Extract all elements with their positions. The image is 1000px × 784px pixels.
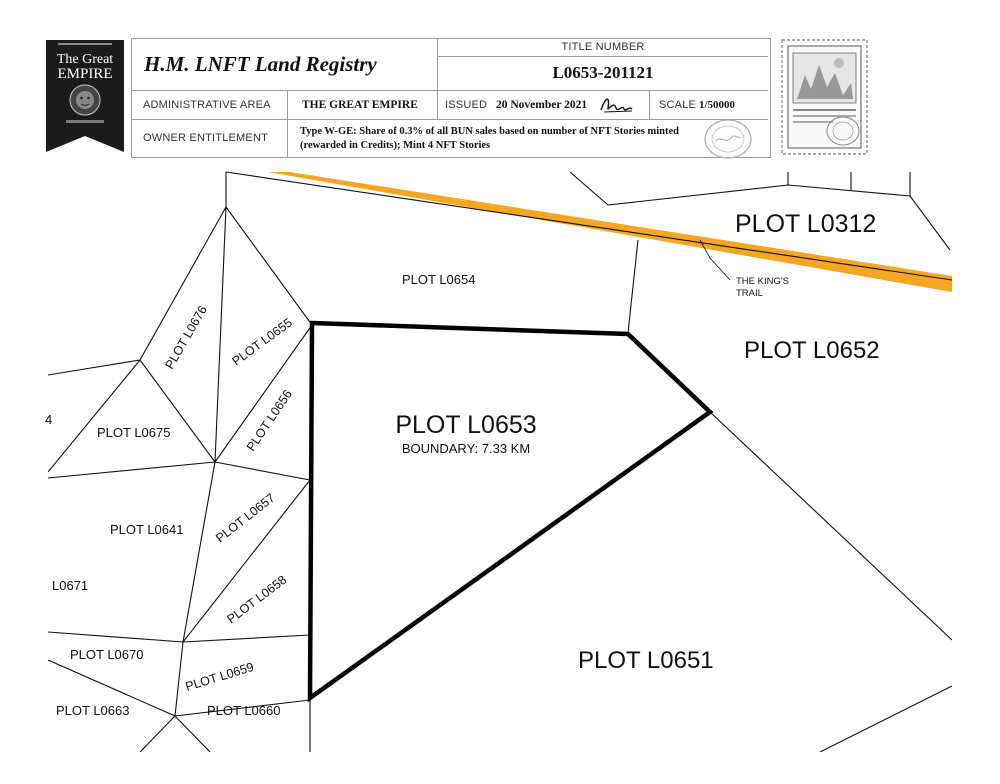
empire-banner: The Great EMPIRE — [46, 40, 124, 152]
plot-l0657-label: PLOT L0657 — [213, 491, 277, 546]
trail-edge-line — [225, 171, 952, 281]
owner-cell: Type W-GE: Share of 0.3% of all BUN sale… — [288, 120, 768, 157]
plot-edge-label: 4 — [45, 412, 52, 427]
main-plot-title: PLOT L0653 — [395, 411, 536, 439]
kings-trail-road — [268, 172, 952, 292]
owner-label: OWNER ENTITLEMENT — [143, 132, 269, 144]
plot-l0663-label: PLOT L0663 — [56, 703, 129, 718]
plot-l0676-label: PLOT L0676 — [162, 303, 209, 371]
admin-area-label: ADMINISTRATIVE AREA — [143, 99, 271, 111]
kings-trail-label-1: THE KING'S — [736, 276, 789, 287]
lion-crest-icon — [69, 84, 101, 116]
scale-value: 1/50000 — [699, 99, 736, 111]
title-number-label: TITLE NUMBER — [561, 41, 645, 53]
postage-stamp-icon — [781, 39, 868, 155]
admin-area-cell: THE GREAT EMPIRE — [288, 91, 438, 120]
owner-label-cell: OWNER ENTITLEMENT — [132, 120, 288, 157]
banner-line2: EMPIRE — [57, 66, 112, 82]
main-plot-boundary: BOUNDARY: 7.33 KM — [402, 441, 530, 456]
issued-label: ISSUED — [445, 99, 488, 111]
title-number: L0653-201121 — [552, 63, 654, 82]
scale-label: SCALE — [659, 99, 697, 111]
owner-line-2: (rewarded in Credits); Mint 4 NFT Storie… — [300, 140, 491, 151]
plot-l0652-label: PLOT L0652 — [744, 337, 880, 364]
admin-area-label-cell: ADMINISTRATIVE AREA — [132, 91, 288, 120]
banner-line1: The Great — [57, 52, 113, 67]
issued-date: 20 November 2021 — [496, 99, 588, 111]
plot-l0670-label: PLOT L0670 — [70, 647, 143, 662]
scale-cell: SCALE 1/50000 — [650, 91, 768, 120]
plot-l0312-label: PLOT L0312 — [735, 210, 876, 238]
kings-trail-label-2: TRAIL — [736, 288, 763, 299]
plot-l0654-label: PLOT L0654 — [402, 272, 475, 287]
plot-l0671-label: L0671 — [52, 578, 88, 593]
title-cell: H.M. LNFT Land Registry — [132, 39, 438, 91]
plot-l0658-label: PLOT L0658 — [224, 573, 289, 627]
plot-l0653-boundary — [307, 320, 714, 703]
title-number-label-cell: TITLE NUMBER — [438, 39, 768, 57]
plot-l0675-label: PLOT L0675 — [97, 425, 170, 440]
registry-header: H.M. LNFT Land Registry TITLE NUMBER L06… — [131, 38, 771, 158]
admin-area-value: THE GREAT EMPIRE — [302, 99, 418, 111]
owner-line-1: Type W-GE: Share of 0.3% of all BUN sale… — [300, 126, 679, 137]
plot-l0655-label: PLOT L0655 — [230, 316, 295, 369]
plot-l0660-label: PLOT L0660 — [207, 703, 280, 718]
registry-title: H.M. LNFT Land Registry — [144, 52, 377, 76]
plot-l0656-label: PLOT L0656 — [244, 387, 295, 453]
seal-stamp-icon — [704, 119, 752, 159]
plot-l0651-label: PLOT L0651 — [578, 647, 714, 674]
title-number-cell: L0653-201121 — [438, 57, 768, 91]
plot-l0641-label: PLOT L0641 — [110, 522, 183, 537]
signature-icon — [600, 98, 633, 113]
plot-l0659-label: PLOT L0659 — [184, 660, 256, 694]
issued-cell: ISSUED 20 November 2021 — [438, 91, 650, 120]
